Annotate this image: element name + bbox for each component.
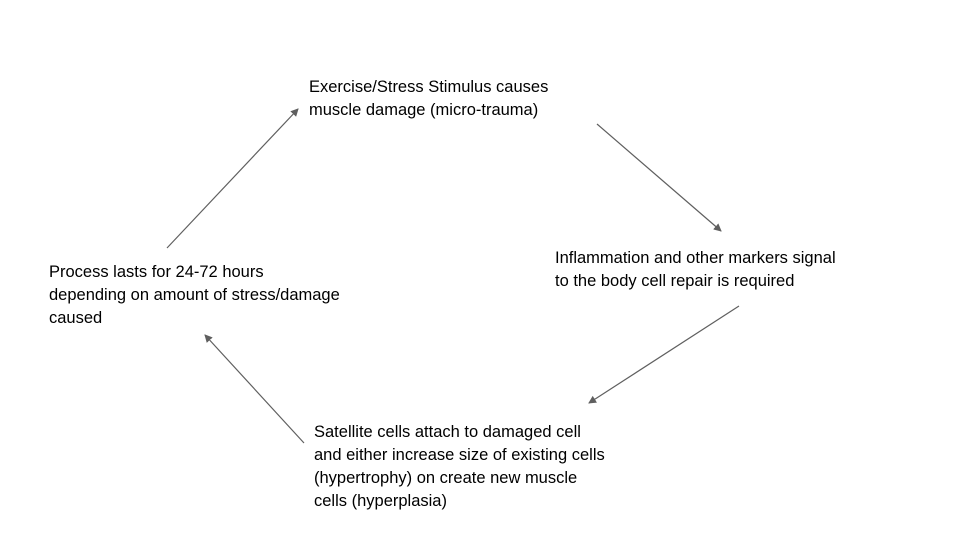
node-text-line: Exercise/Stress Stimulus causes [309,78,549,96]
node-text-line: to the body cell repair is required [555,272,795,290]
node-satellite-cells: Satellite cells attach to damaged cell a… [314,421,605,513]
node-text-line: Satellite cells attach to damaged cell [314,423,581,441]
node-text-line: Inflammation and other markers signal [555,249,836,267]
arrow-right-to-bottom [588,305,740,404]
node-text-line: muscle damage (micro-trauma) [309,101,539,119]
node-text-line: Process lasts for 24-72 hours [49,263,264,281]
node-text-line: (hypertrophy) on create new muscle [314,469,578,487]
arrow-left-to-top [166,108,299,249]
arrow-top-to-right [596,123,722,232]
node-process-duration: Process lasts for 24-72 hours depending … [49,261,340,330]
node-inflammation-signal: Inflammation and other markers signal to… [555,247,836,293]
node-exercise-stimulus: Exercise/Stress Stimulus causes muscle d… [309,76,548,122]
arrow-bottom-to-left [204,334,305,444]
node-text-line: and either increase size of existing cel… [314,446,605,464]
node-text-line: depending on amount of stress/damage [49,286,340,304]
node-text-line: cells (hyperplasia) [314,492,447,510]
node-text-line: caused [49,309,103,327]
